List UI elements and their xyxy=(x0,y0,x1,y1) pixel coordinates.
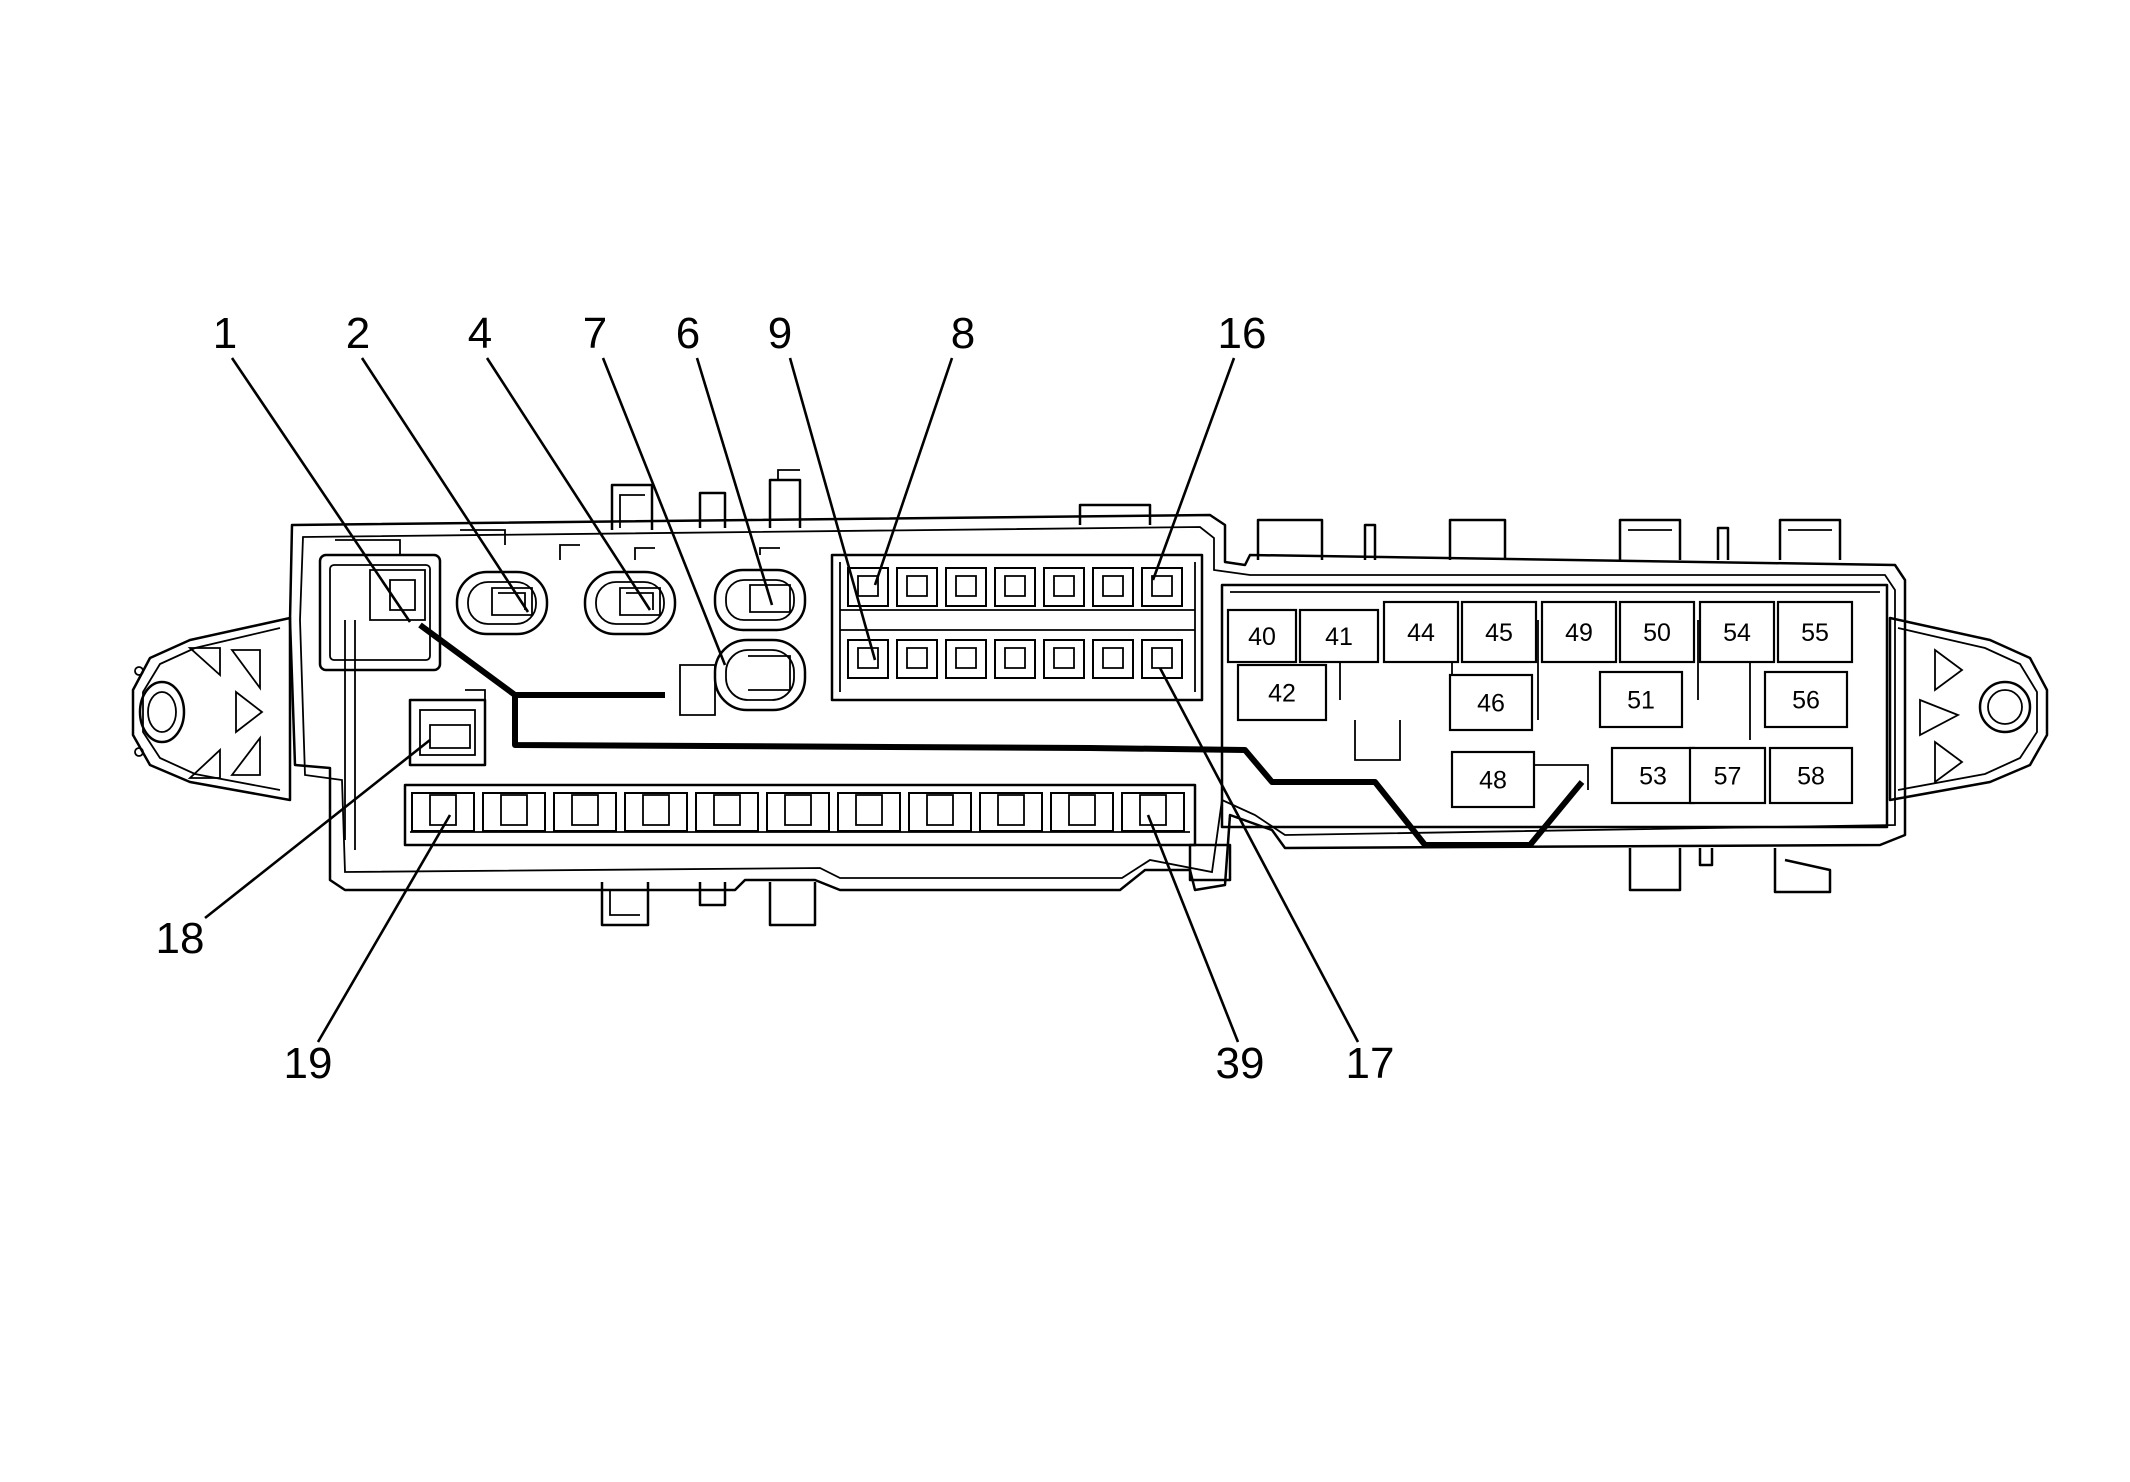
upper-fuse-rows xyxy=(830,553,1204,702)
left-compartment xyxy=(318,529,506,850)
leader-line-4 xyxy=(485,357,652,611)
relay-slot-label: 57 xyxy=(1714,763,1742,791)
callout-17: 17 xyxy=(1346,1039,1395,1088)
callout-6: 6 xyxy=(676,309,700,358)
leader-line-8 xyxy=(873,357,954,586)
relay-slot-label: 55 xyxy=(1801,619,1829,647)
fuse-cell xyxy=(624,792,688,832)
relay-slot-54: 54 xyxy=(1698,600,1776,664)
relay-slot-label: 53 xyxy=(1639,763,1667,791)
fuse-cell xyxy=(553,792,617,832)
fuse-cell xyxy=(979,792,1043,832)
callout-16: 16 xyxy=(1218,309,1267,358)
fuse-cell xyxy=(695,792,759,832)
mini-fuse-cell xyxy=(896,639,938,679)
mini-fuse-cell xyxy=(1043,639,1085,679)
callout-2: 2 xyxy=(346,309,370,358)
relay-slot-label: 58 xyxy=(1797,763,1825,791)
relay-slot-40: 40 xyxy=(1226,608,1298,664)
fuse-cell xyxy=(1050,792,1114,832)
relay-slot-57: 57 xyxy=(1688,746,1767,805)
relay-slot-label: 40 xyxy=(1248,623,1276,651)
callout-9: 9 xyxy=(768,309,792,358)
relay-slot-56: 56 xyxy=(1763,670,1849,729)
leader-line-16 xyxy=(1151,357,1236,581)
relay-slot-46: 46 xyxy=(1448,673,1534,732)
leader-line-2 xyxy=(360,357,530,613)
leader-line-39 xyxy=(1146,814,1240,1043)
callout-39: 39 xyxy=(1216,1039,1265,1088)
mini-fuse-cell xyxy=(1092,639,1134,679)
relay-slot-label: 50 xyxy=(1643,619,1671,647)
relay-slot-label: 49 xyxy=(1565,619,1593,647)
fuse-cell xyxy=(766,792,830,832)
relay-slot-label: 45 xyxy=(1485,619,1513,647)
mini-fuse-cell xyxy=(896,567,938,607)
leader-line-18 xyxy=(204,738,431,920)
lower-fuse-row xyxy=(403,783,1197,847)
callout-4: 4 xyxy=(468,309,492,358)
relay-slot-label: 41 xyxy=(1325,623,1353,651)
relay-slot-45: 45 xyxy=(1460,600,1538,664)
mini-fuse-cell xyxy=(1141,639,1183,679)
leader-line-6 xyxy=(695,357,774,606)
relay-slot-label: 44 xyxy=(1407,619,1435,647)
mini-fuse-cell xyxy=(1141,567,1183,607)
callout-1: 1 xyxy=(213,309,237,358)
relay-slot-label: 48 xyxy=(1479,767,1507,795)
callout-18: 18 xyxy=(156,914,205,963)
left-mounting-bracket xyxy=(131,616,292,802)
relay-slot-label: 56 xyxy=(1792,687,1820,715)
relay-slot-55: 55 xyxy=(1776,600,1854,664)
leader-line-17 xyxy=(1158,667,1360,1043)
callout-8: 8 xyxy=(951,309,975,358)
callout-7: 7 xyxy=(583,309,607,358)
relay-slot-label: 42 xyxy=(1268,680,1296,708)
right-mounting-bracket xyxy=(1888,616,2049,802)
wiring-trace xyxy=(418,622,1585,848)
mini-fuse-cell xyxy=(945,639,987,679)
leader-line-19 xyxy=(316,814,452,1043)
mini-fuse-cell xyxy=(994,639,1036,679)
relay-slot-44: 44 xyxy=(1382,600,1460,664)
relay-slot-label: 46 xyxy=(1477,690,1505,718)
mini-fuse-cell xyxy=(847,639,889,679)
mini-fuse-cell xyxy=(994,567,1036,607)
fuse-cell xyxy=(837,792,901,832)
callout-19: 19 xyxy=(284,1039,333,1088)
leader-line-9 xyxy=(788,357,877,661)
round-connectors xyxy=(455,544,807,716)
relay-slot-42: 42 xyxy=(1236,663,1328,722)
relay-slot-label: 51 xyxy=(1627,687,1655,715)
relay-slot-53: 53 xyxy=(1610,746,1696,805)
relay-slot-48: 48 xyxy=(1450,750,1536,809)
mini-fuse-cell xyxy=(1092,567,1134,607)
relay-slot-label: 54 xyxy=(1723,619,1751,647)
fuse-cell xyxy=(908,792,972,832)
relay-slot-49: 49 xyxy=(1540,600,1618,664)
relay-slot-41: 41 xyxy=(1298,608,1380,664)
mini-fuse-cell xyxy=(945,567,987,607)
mini-fuse-cell xyxy=(1043,567,1085,607)
leader-line-1 xyxy=(230,357,412,623)
fuse-cell xyxy=(482,792,546,832)
leader-line-7 xyxy=(601,357,727,666)
relay-slot-50: 50 xyxy=(1618,600,1696,664)
relay-slot-51: 51 xyxy=(1598,670,1684,729)
relay-slot-58: 58 xyxy=(1768,746,1854,805)
